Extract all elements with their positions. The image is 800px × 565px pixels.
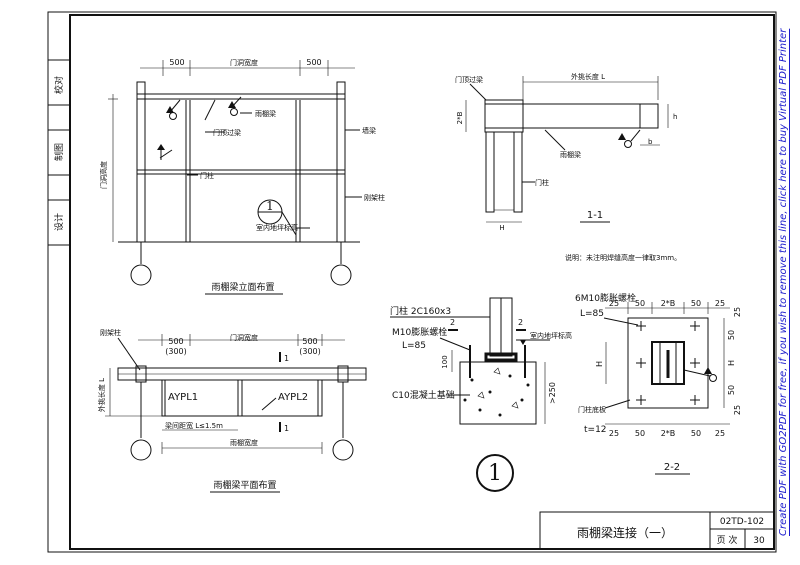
s22-right-dim-4: 25 [733,405,742,415]
d1-cut-2b: 2 [518,318,523,327]
lintel-box [484,99,524,133]
s22-right-dim-3: 50 [727,385,736,395]
elev-label-rigid-col: 刚架柱 [364,193,385,202]
s11-dim-L: 外挑长度 L [571,72,605,81]
plan-aypl1: AYPL1 [168,392,198,403]
s22-thick: t=12 [584,425,607,435]
watermark-link[interactable]: Create PDF with GO2PDF for free, if you … [778,28,789,537]
plan-label-length: 外挑长度 L [97,378,106,412]
d1-cut-2: 2 [450,318,455,327]
s22-bottom-dim-0: 25 [609,429,619,438]
elev-label-floor: 室内地坪标高 [256,223,298,232]
d1-dim-250: >250 [548,382,557,404]
s22-right-dim-1: 50 [727,330,736,340]
s22-plate: 门柱底板 [578,405,606,414]
canopy-beam-section [522,103,659,129]
title-block: 雨棚梁连接（一） 02TD-102 页 次 30 [539,511,775,550]
plan-aypl2: AYPL2 [278,392,308,403]
elev-section-mark: 1 [266,199,274,213]
title-block-title: 雨棚梁连接（一） [577,525,673,540]
d1-circle-label: 1 [488,461,502,486]
s11-label-post: 门柱 [535,178,549,187]
s22-base-plate [627,317,709,409]
left-rigid-column [136,81,146,243]
d1-anchor: M10膨胀螺栓 [392,326,447,338]
elevation-view: 500 门洞宽度 500 门洞高度 [99,58,385,295]
elev-label-door-post: 门柱 [200,171,214,180]
plan-dim-door-width: 门洞宽度 [230,333,258,342]
s11-dim-H: H [499,224,504,232]
plan-dim-500-right: 500 [302,337,317,346]
s22-right-dim-0: 25 [733,307,742,317]
strip-design: 设计 [53,213,65,231]
s22-top-dim-1: 50 [635,299,645,308]
grid-bubble-left [130,264,152,286]
section-2-2: 25 50 2*B 50 25 6M10膨胀螺栓 L=85 25 50 H 50… [575,292,742,475]
plan-grid-bubble-right [332,439,354,461]
s11-dim-b: b [648,138,653,146]
d1-len: L=85 [402,341,426,351]
plan-dim-bottom: 雨棚宽度 [230,438,258,447]
s22-title: 2-2 [664,462,680,473]
section-1-1: 外挑长度 L 2*B h b H 门顶过梁 雨棚梁 门柱 1-1 说明：未注明焊… [455,72,681,262]
s11-title: 1-1 [587,210,603,221]
strip-check: 校对 [53,76,65,94]
plan-dim-500-left: 500 [168,337,183,346]
s11-label-lintel: 门顶过梁 [455,75,483,84]
s11-note: 说明：未注明焊缝高度一律取3mm。 [565,253,681,262]
s22-top-dim-0: 25 [609,299,619,308]
s22-bottom-dim-1: 50 [635,429,645,438]
detail-1: 室内地坪标高 门柱 2C160x3 M10膨胀螺栓 L=85 2 2 100 C… [390,297,572,492]
s11-label-canopy: 雨棚梁 [560,150,581,159]
strip-draw: 制图 [53,143,65,161]
elev-dim-door-width: 门洞宽度 [230,58,258,67]
plan-cut-mark-top: 1 [284,354,289,363]
d1-base: C10混凝土基础 [392,389,455,401]
plan-dim-300-right: (300) [299,347,321,356]
outer-border [47,11,777,553]
plan-view: 500 (300) 门洞宽度 500 (300) 刚架柱 AYPL1 AYPL2… [97,328,367,493]
right-rigid-column [336,81,346,243]
plan-caption: 雨棚梁平面布置 [213,479,276,491]
s22-post-outline [651,341,685,385]
elev-label-wall-beam: 墙梁 [362,126,376,135]
s22-bottom-dim-4: 25 [715,429,725,438]
s11-dim-h: h [673,113,677,121]
s11-post-left [485,131,495,213]
d1-post-label: 门柱 2C160x3 [390,305,451,317]
d1-concrete-base [459,361,537,425]
title-block-code: 02TD-102 [720,517,764,527]
s22-top-dim-2: 2*B [661,299,676,308]
plan-dim-300-left: (300) [165,347,187,356]
plan-spacing: 梁间距宽 L≤1.5m [165,421,223,430]
s22-top-dim-3: 50 [691,299,701,308]
title-block-page-no: 30 [753,536,765,546]
grid-bubble-right [330,264,352,286]
s22-len: L=85 [580,309,604,319]
elev-label-canopy-beam: 雨棚梁 [255,109,276,118]
s22-bottom-dim-2: 2*B [661,429,676,438]
d1-floor: 室内地坪标高 [530,331,572,340]
elev-dim-500-right: 500 [306,58,321,67]
s22-bottom-dim-3: 50 [691,429,701,438]
s11-post-right [513,131,523,213]
plan-grid-bubble-left [130,439,152,461]
elev-caption: 雨棚梁立面布置 [211,281,274,293]
s22-top-dim-4: 25 [715,299,725,308]
s22-left-H: H [595,361,604,367]
elev-dim-500-left: 500 [169,58,184,67]
d1-circle [476,454,514,492]
plan-cut-mark-bottom: 1 [284,424,289,433]
s22-right-dim-2: H [727,360,736,366]
s22-bolts: 6M10膨胀螺栓 [575,292,636,304]
elev-label-door-lintel: 门顶过梁 [213,128,241,137]
d1-dim-100: 100 [441,355,449,368]
inner-frame [69,14,775,550]
title-block-page-label: 页 次 [717,534,738,546]
plan-label-rigid-col: 刚架柱 [100,328,121,337]
s11-dim-2B: 2*B [456,111,464,124]
elev-door-height: 门洞高度 [99,161,108,189]
